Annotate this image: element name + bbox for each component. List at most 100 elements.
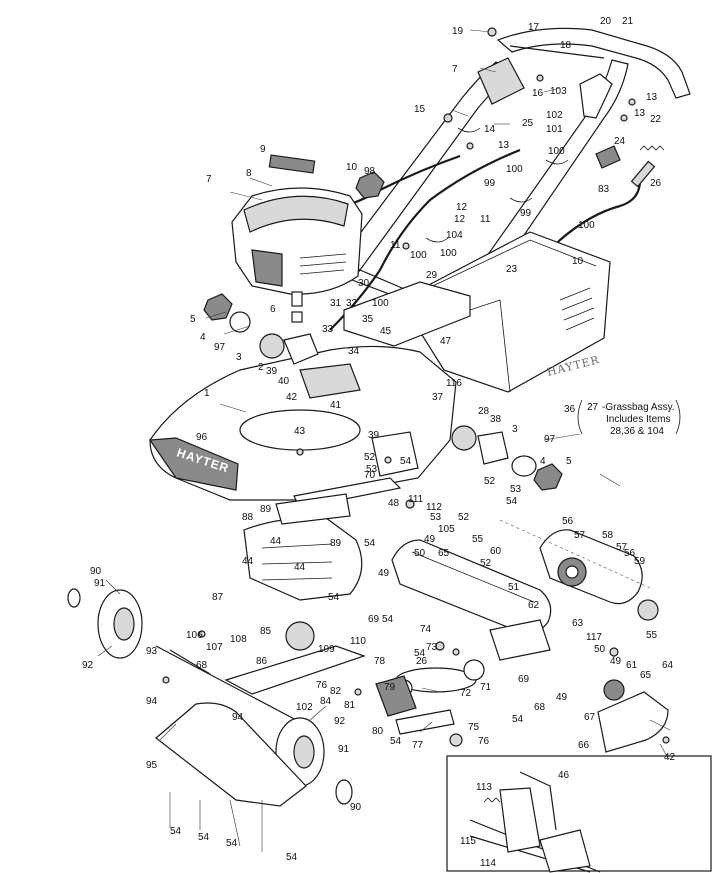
part-number-label: 52 [484, 476, 496, 487]
fastener [443, 113, 453, 123]
grassbag-note: 27 -Grassbag Assy. Includes Items 28,36 … [577, 399, 681, 437]
height-adjust-plate [224, 645, 366, 695]
part-number-label: 52 [480, 558, 492, 569]
part-number-label: 64 [662, 660, 674, 671]
cable-clip [545, 159, 569, 165]
flap-ribs [261, 543, 333, 581]
part-number-label: 88 [242, 512, 254, 523]
part-number-label: 66 [578, 740, 590, 751]
handle-grip [477, 57, 525, 105]
flap-assembly [243, 493, 363, 601]
part-number-label: 8 [246, 168, 252, 179]
part-number-label: 116 [446, 378, 462, 389]
part-number-label: 47 [440, 336, 452, 347]
part-number-label: 61 [626, 660, 638, 671]
part-number-label: 87 [212, 592, 224, 603]
end-cap [637, 599, 659, 621]
part-number-label: 94 [146, 696, 158, 707]
part-number-label: 67 [584, 712, 596, 723]
part-number-label: 91 [94, 578, 106, 589]
note-bracket-right [675, 399, 681, 435]
part-number-label: 54 [512, 714, 524, 725]
knob-left [203, 293, 233, 321]
part-number-label: 54 [226, 838, 238, 849]
part-number-label: 11 [390, 240, 401, 251]
part-number-label: 90 [350, 802, 362, 813]
part-number-label: 54 [400, 456, 412, 467]
part-number-label: 6 [270, 304, 276, 315]
rear-guard [155, 702, 307, 807]
part-number-label: 49 [424, 534, 436, 545]
part-number-label: 54 [170, 826, 182, 837]
part-number-label: 23 [506, 264, 518, 275]
fastener [536, 74, 544, 82]
cable-spring [639, 145, 665, 151]
left-drive-parts [203, 293, 319, 365]
part-number-label: 3 [512, 424, 518, 435]
part-number-label: 106 [186, 630, 203, 641]
drive-bracket [489, 619, 551, 661]
grassbag-front-plate [343, 281, 471, 347]
part-number-label: 100 [548, 146, 565, 157]
part-number-label: 89 [330, 538, 342, 549]
fastener [435, 641, 445, 651]
part-number-label: 28 [478, 406, 490, 417]
fastener [198, 630, 206, 638]
part-number-label: 9 [260, 144, 266, 155]
grassbag [399, 231, 611, 393]
part-number-label: 113 [476, 782, 492, 793]
part-number-label: 44 [294, 562, 306, 573]
inset-spring [483, 797, 501, 803]
part-number-label: 42 [664, 752, 676, 763]
part-number-label: 100 [440, 248, 457, 259]
part-number-label: 49 [556, 692, 568, 703]
part-number-label: 73 [426, 642, 438, 653]
part-number-label: 1 [204, 388, 210, 399]
part-number-label: 60 [490, 546, 502, 557]
fastener [162, 676, 170, 684]
part-number-label: 95 [146, 760, 158, 771]
part-number-label: 97 [544, 434, 556, 445]
part-number-label: 54 [198, 832, 210, 843]
part-number-label: 35 [362, 314, 374, 325]
part-number-label: 34 [348, 346, 360, 357]
part-number-label: 15 [414, 104, 426, 115]
part-number-label: 59 [634, 556, 646, 567]
part-number-label: 24 [614, 136, 626, 147]
part-number-label: 52 [458, 512, 470, 523]
part-number-label: 54 [328, 592, 340, 603]
part-number-label: 93 [146, 646, 158, 657]
part-number-label: 14 [484, 124, 496, 135]
cable-clip [457, 127, 481, 133]
part-number-label: 109 [318, 644, 335, 655]
part-number-label: 39 [266, 366, 278, 377]
part-number-label: 74 [420, 624, 432, 635]
part-number-label: 112 [426, 502, 442, 513]
inset-detail [446, 755, 712, 873]
part-number-label: 54 [364, 538, 376, 549]
part-number-label: 44 [242, 556, 254, 567]
fastener [402, 242, 410, 250]
part-number-label: 49 [610, 656, 622, 667]
inset-lever [519, 771, 557, 831]
part-number-label: 54 [414, 648, 426, 659]
cable-clip [509, 197, 533, 203]
note-line-1: -Grassbag Assy. [602, 402, 675, 413]
part-number-label: 13 [634, 108, 646, 119]
belt-pulley-front [463, 659, 485, 681]
deck-assembly: HAYTER [148, 345, 457, 509]
part-number-label: 44 [270, 536, 282, 547]
deck-front-panel [148, 437, 239, 491]
part-number-label: 99 [484, 178, 496, 189]
part-number-label: 104 [446, 230, 463, 241]
control-cable [329, 148, 521, 331]
bearing-right [511, 455, 537, 477]
part-number-label: 18 [560, 40, 572, 51]
inset-bracket [499, 787, 541, 853]
part-number-label: 105 [438, 524, 455, 535]
part-number-label: 99 [520, 208, 532, 219]
part-number-label: 55 [472, 534, 484, 545]
part-number-label: 65 [438, 548, 450, 559]
side-cover [597, 691, 669, 753]
